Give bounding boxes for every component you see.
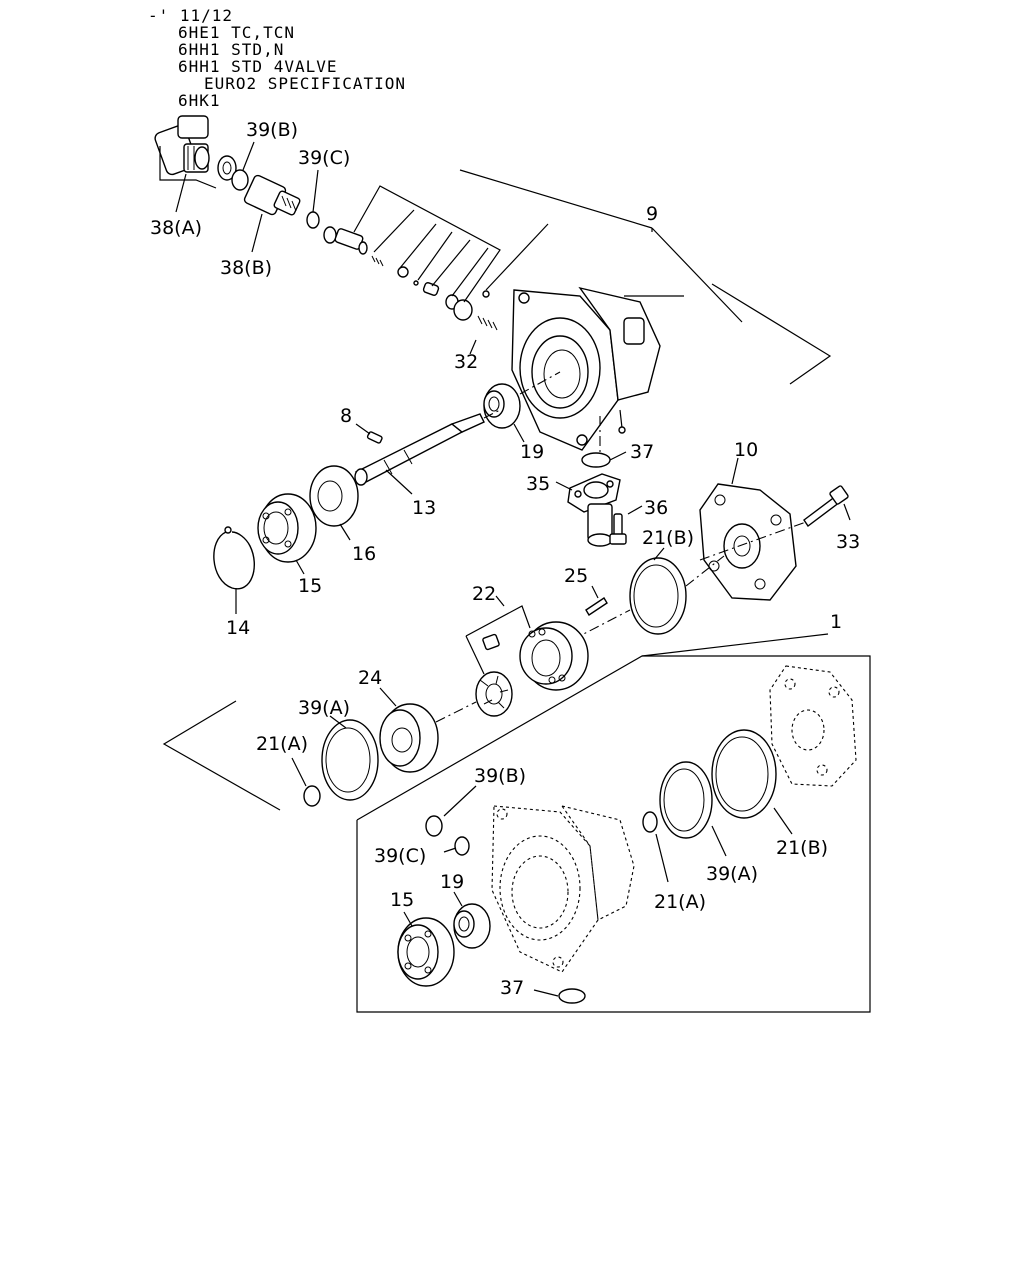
kit-bearing-19 (453, 903, 491, 949)
callout-37-top: 37 (630, 441, 654, 463)
part-21a-ring-left (303, 785, 321, 807)
header-line-model-1: 6HE1 TC,TCN (178, 23, 295, 42)
part-22-vane (482, 633, 500, 651)
header-line-model-4: 6HK1 (178, 91, 221, 110)
part-39a-seal-left (321, 719, 379, 801)
callout-16: 16 (352, 543, 376, 565)
kit-ring-21a (642, 811, 658, 833)
part-22-rotor (475, 671, 513, 717)
part-38b-union-fitting (243, 174, 301, 216)
callout-38b: 38(B) (220, 257, 272, 279)
part-19-bearing-top (483, 383, 521, 429)
header-line-date: -' 11/12 (148, 6, 234, 25)
kit-oring-39b (425, 815, 443, 837)
part-21b-seal-top (629, 557, 687, 635)
part-39c-oring-top (306, 211, 320, 229)
callout-8: 8 (340, 405, 352, 427)
callout-25: 25 (564, 565, 588, 587)
callout-33: 33 (836, 531, 860, 553)
kit-leader-left (162, 700, 281, 811)
header-line-model-2: 6HH1 STD,N (178, 40, 285, 59)
callout-39b-top: 39(B) (246, 119, 298, 141)
kit-seal-39a (659, 761, 713, 839)
part-9-valve-components (323, 226, 498, 331)
callout-39c-kit: 39(C) (374, 845, 426, 867)
kit-bearing-15 (397, 917, 455, 987)
part-24-side-plate (379, 703, 439, 773)
callout-19-kit: 19 (440, 871, 464, 893)
callout-37-kit: 37 (500, 977, 524, 999)
part-13-shaft (354, 413, 485, 486)
part-15-bearing-top (257, 493, 317, 563)
kit-seal-21b (711, 729, 777, 819)
kit-pump-housing (491, 805, 635, 973)
part-39b-washer-top (217, 155, 237, 181)
kit-cover-plate (769, 665, 857, 787)
header-line-spec: EURO2 SPECIFICATION (204, 74, 407, 93)
callout-21a-left: 21(A) (256, 733, 308, 755)
kit-box-outline (356, 655, 871, 1013)
part-25-pin (585, 597, 608, 616)
callout-24: 24 (358, 667, 382, 689)
header-line-model-3: 6HH1 STD 4VALVE (178, 57, 338, 76)
part-8-key (366, 431, 383, 444)
callout-39a-left: 39(A) (298, 697, 350, 719)
part-33-bolt (803, 485, 849, 528)
kit-oring-39c (454, 836, 470, 856)
kit-leader-1 (641, 633, 829, 657)
callout-19-top: 19 (520, 441, 544, 463)
callout-35: 35 (526, 473, 550, 495)
callout-15-top: 15 (298, 575, 322, 597)
part-38a-elbow-fitting (154, 115, 210, 176)
callout-39b-kit: 39(B) (474, 765, 526, 787)
part-36-bolt (609, 513, 627, 545)
callout-21a-kit: 21(A) (654, 891, 706, 913)
callout-10: 10 (734, 439, 758, 461)
callout-36: 36 (644, 497, 668, 519)
callout-21b-kit: 21(B) (776, 837, 828, 859)
part-39b-ring-top (231, 169, 249, 191)
callout-39a-kit: 39(A) (706, 863, 758, 885)
callout-38a: 38(A) (150, 217, 202, 239)
part-35-flange-pipe (567, 473, 621, 547)
callout-15-kit: 15 (390, 889, 414, 911)
part-16-washer (309, 465, 359, 527)
callout-22: 22 (472, 583, 496, 605)
part-22-cam-ring (519, 621, 589, 691)
callout-9: 9 (646, 203, 658, 225)
callout-32: 32 (454, 351, 478, 373)
callout-1: 1 (830, 611, 842, 633)
callout-21b-top: 21(B) (642, 527, 694, 549)
part-9-pump-housing (511, 286, 661, 451)
part-10-cover-plate (699, 483, 797, 601)
callout-14: 14 (226, 617, 250, 639)
callout-39c-top: 39(C) (298, 147, 350, 169)
part-14-snap-ring (213, 531, 255, 590)
kit-oring-37 (558, 988, 586, 1004)
callout-13: 13 (412, 497, 436, 519)
part-37-oring-top (581, 452, 611, 468)
part-9-leader-frame (353, 185, 501, 303)
